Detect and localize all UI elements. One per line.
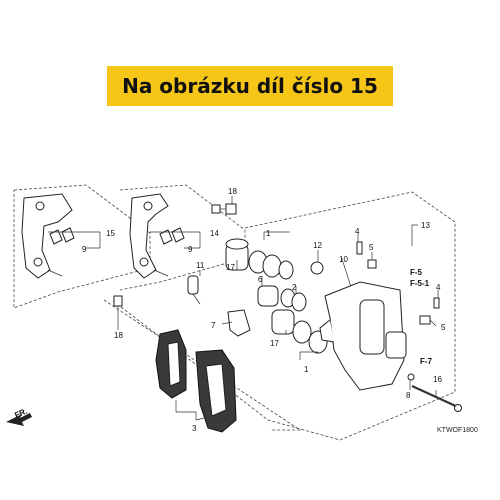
callout-14: 14 [210,229,219,238]
frame-middle [119,184,246,291]
front-arrow-icon [6,413,32,426]
frame-right [111,191,456,441]
callout-6: 6 [258,275,263,284]
bracket-part-14 [129,193,169,279]
caliper-body-13 [319,281,407,391]
fitting-4-5-lower [419,297,440,325]
piston-17-upper [225,238,249,271]
ref-f5: F-5 [410,268,423,277]
part-number-banner: Na obrázku díl číslo 15 [107,66,393,106]
pin-clip-9-middle [159,227,185,245]
pin-11 [187,275,201,305]
ref-f7: F-7 [420,357,433,366]
cap-12 [310,261,324,275]
callout-2: 2 [292,283,297,292]
bolt-18-top [211,203,237,215]
callout-9-left: 9 [82,245,87,254]
piston-6 [257,285,279,307]
callout-18-bottom: 18 [114,331,123,340]
callout-1-upper: 1 [266,229,271,238]
callout-3: 3 [192,424,197,433]
callout-7: 7 [211,321,216,330]
pin-clip-9-left [49,227,75,245]
brake-pad-3 [155,329,237,433]
seal-set-2 [280,288,307,312]
callout-5-upper: 5 [369,243,374,252]
banner-text: Na obrázku díl číslo 15 [122,74,378,98]
callout-15: 15 [106,229,115,238]
callout-4-upper: 4 [355,227,360,236]
callout-16: 16 [433,375,442,384]
front-direction-label: FR. [13,407,28,420]
callout-5-lower: 5 [441,323,446,332]
callout-13: 13 [421,221,430,230]
frame-bottom [103,299,302,431]
front-direction-indicator [6,413,32,426]
callout-10: 10 [339,255,348,264]
bush-8 [407,373,415,381]
callout-17-lower: 17 [270,339,279,348]
callout-17-upper: 17 [226,263,235,272]
callout-8: 8 [406,391,411,400]
piston-17-lower [271,309,295,335]
callout-4-lower: 4 [436,283,441,292]
bolt-18-bottom [113,295,123,322]
pad-spring-7 [227,309,251,337]
callout-11: 11 [196,261,205,270]
slide-pin-16 [411,385,462,412]
seal-set-1-upper [248,250,294,280]
callout-9-middle: 9 [188,245,193,254]
ref-f5-1: F-5-1 [410,279,430,288]
callout-12: 12 [313,241,322,250]
callout-18-top: 18 [228,187,237,196]
leader-lines [48,196,439,421]
diagram-code: KTWOF1800 [437,427,478,434]
callout-1-lower: 1 [304,365,309,374]
bracket-part-15 [21,193,73,279]
